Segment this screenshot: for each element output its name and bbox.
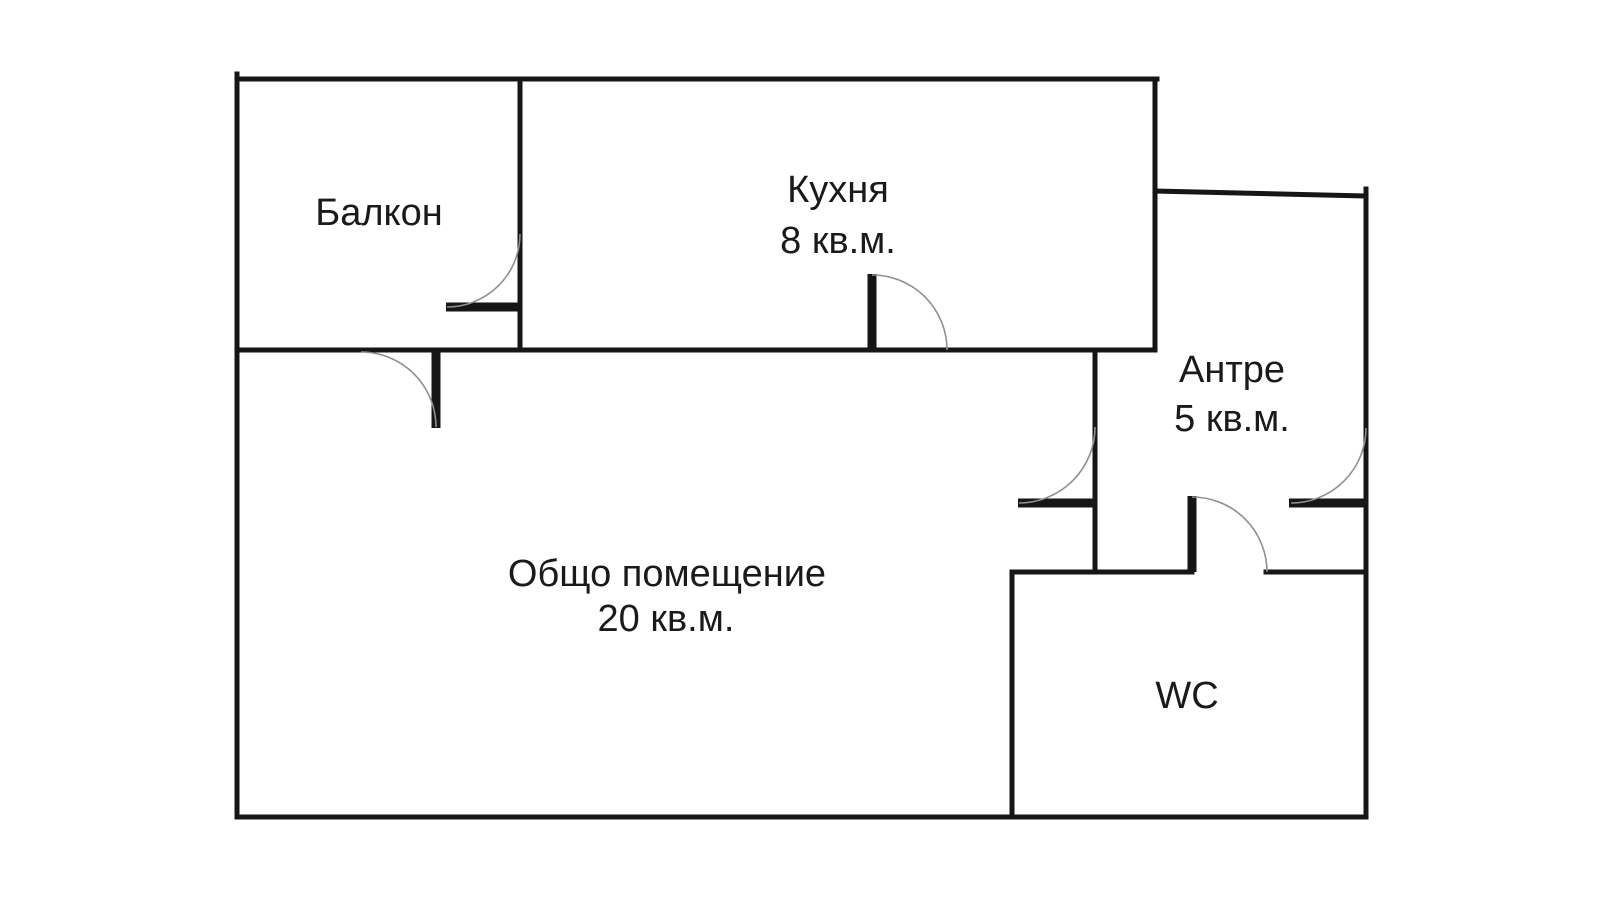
room-labels: Балкон Кухня 8 кв.м. Антре 5 кв.м. Общо … bbox=[315, 169, 1290, 717]
room-area-common-room: 20 кв.м. bbox=[598, 598, 735, 640]
door-arc-common-hallway bbox=[1018, 426, 1096, 504]
door-arc-wc bbox=[1191, 496, 1268, 573]
room-label-common-room: Общо помещение bbox=[508, 553, 826, 595]
room-area-hallway: 5 кв.м. bbox=[1174, 398, 1290, 440]
room-label-wc: WC bbox=[1155, 675, 1218, 717]
wall-hallway-top bbox=[1152, 186, 1369, 199]
room-label-hallway: Антре bbox=[1179, 349, 1285, 391]
door-arcs bbox=[360, 233, 1367, 573]
door-arc-balcony-kitchen bbox=[446, 233, 521, 308]
room-area-kitchen: 8 кв.м. bbox=[780, 220, 896, 262]
room-label-balcony: Балкон bbox=[315, 192, 442, 234]
walls bbox=[234, 71, 1369, 820]
door-arc-kitchen bbox=[871, 274, 948, 351]
room-label-kitchen: Кухня bbox=[787, 169, 889, 211]
door-arc-entry bbox=[1290, 427, 1367, 504]
door-arc-common-balcony bbox=[360, 351, 437, 428]
